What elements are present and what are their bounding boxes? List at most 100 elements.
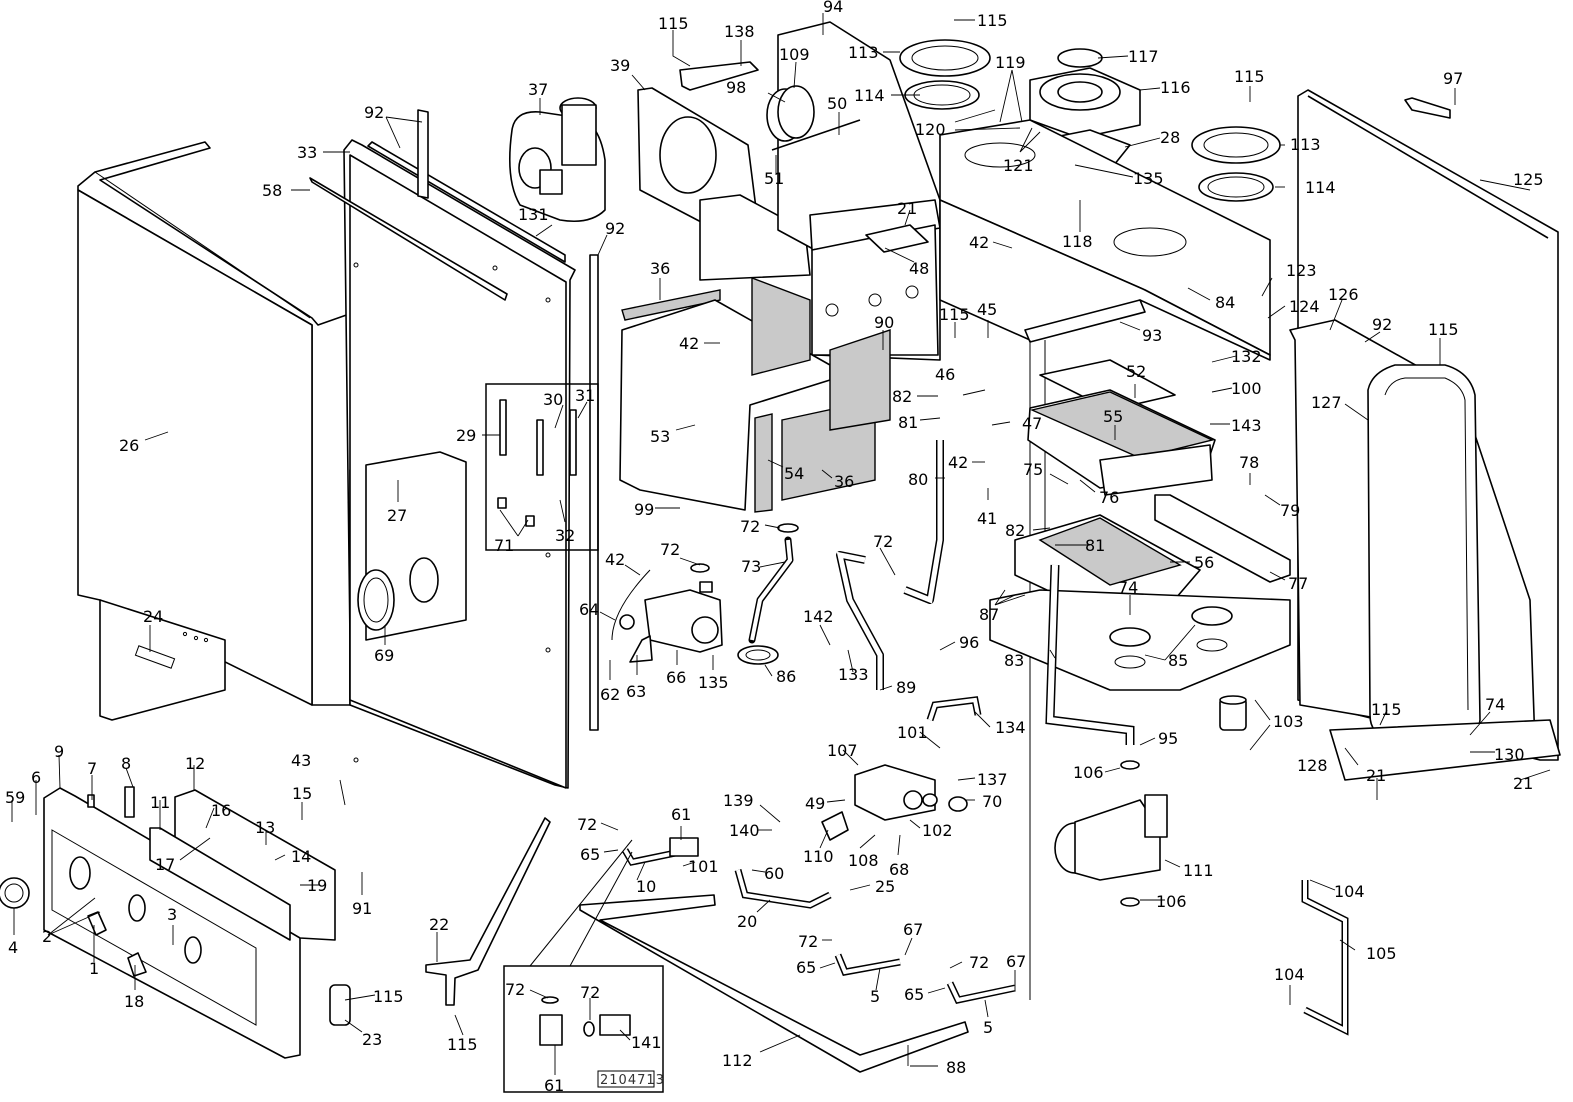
label-59: 59 <box>5 788 25 807</box>
label-111: 111 <box>1183 861 1214 880</box>
label-33: 33 <box>297 143 317 162</box>
tap-detail-box <box>503 839 664 1093</box>
control-panel-part-9 <box>0 786 336 1059</box>
label-81: 81 <box>898 413 918 432</box>
part-labels: 115 138 94 115 39 109 113 119 117 115 97… <box>5 0 1544 1095</box>
label-41: 41 <box>977 509 997 528</box>
label-115: 115 <box>1371 700 1402 719</box>
label-18: 18 <box>124 992 144 1011</box>
label-72: 72 <box>740 517 760 536</box>
label-92: 92 <box>1372 315 1392 334</box>
label-68: 68 <box>889 860 909 879</box>
label-65: 65 <box>796 958 816 977</box>
label-142: 142 <box>803 607 834 626</box>
label-42: 42 <box>679 334 699 353</box>
label-78: 78 <box>1239 453 1259 472</box>
label-36: 36 <box>650 259 670 278</box>
label-69: 69 <box>374 646 394 665</box>
label-109: 109 <box>779 45 810 64</box>
label-119: 119 <box>995 53 1026 72</box>
label-55: 55 <box>1103 407 1123 426</box>
label-21: 21 <box>897 199 917 218</box>
label-98: 98 <box>726 78 746 97</box>
bracket-part-23 <box>329 984 351 1026</box>
label-74: 74 <box>1485 695 1505 714</box>
label-16: 16 <box>211 801 231 820</box>
label-6: 6 <box>31 768 41 787</box>
label-80: 80 <box>908 470 928 489</box>
bottom-frame-part-112 <box>579 894 969 1073</box>
label-70: 70 <box>982 792 1002 811</box>
label-79: 79 <box>1280 501 1300 520</box>
label-61: 61 <box>544 1076 564 1095</box>
label-53: 53 <box>650 427 670 446</box>
plate-part-39 <box>637 61 811 281</box>
label-114: 114 <box>1305 178 1336 197</box>
label-76: 76 <box>1099 488 1119 507</box>
label-133: 133 <box>838 665 869 684</box>
label-101: 101 <box>688 857 719 876</box>
label-27: 27 <box>387 506 407 525</box>
label-60: 60 <box>764 864 784 883</box>
label-123: 123 <box>1286 261 1317 280</box>
label-92: 92 <box>364 103 384 122</box>
label-9: 9 <box>54 742 64 761</box>
side-panel <box>309 109 599 789</box>
label-63: 63 <box>626 682 646 701</box>
heat-exchanger-part-55 <box>1027 359 1216 496</box>
label-72: 72 <box>969 953 989 972</box>
label-114: 114 <box>854 86 885 105</box>
label-82: 82 <box>892 387 912 406</box>
label-3: 3 <box>167 905 177 924</box>
label-42: 42 <box>605 550 625 569</box>
label-50: 50 <box>827 94 847 113</box>
label-23: 23 <box>362 1030 382 1049</box>
label-45: 45 <box>977 300 997 319</box>
label-12: 12 <box>185 754 205 773</box>
label-115: 115 <box>1234 67 1265 86</box>
electrode-detail-box <box>485 383 599 551</box>
label-93: 93 <box>1142 326 1162 345</box>
label-74: 74 <box>1118 578 1138 597</box>
label-103: 103 <box>1273 712 1304 731</box>
label-124: 124 <box>1289 297 1320 316</box>
label-10: 10 <box>636 877 656 896</box>
label-26: 26 <box>119 436 139 455</box>
air-vent-part-103 <box>1219 695 1247 731</box>
label-81: 81 <box>1085 536 1105 555</box>
label-15: 15 <box>292 784 312 803</box>
label-7: 7 <box>87 759 97 778</box>
label-104: 104 <box>1274 965 1305 984</box>
label-64: 64 <box>579 600 599 619</box>
label-91: 91 <box>352 899 372 918</box>
label-24: 24 <box>143 607 163 626</box>
label-5: 5 <box>870 987 880 1006</box>
combustion-hood-part-94 <box>766 21 941 361</box>
label-14: 14 <box>291 847 311 866</box>
label-11: 11 <box>150 793 170 812</box>
label-97: 97 <box>1443 69 1463 88</box>
drawing-number-text: 2104713 <box>600 1073 665 1088</box>
label-51: 51 <box>764 169 784 188</box>
label-39: 39 <box>610 56 630 75</box>
label-66: 66 <box>666 668 686 687</box>
pipes <box>737 440 1349 1036</box>
label-31: 31 <box>575 386 595 405</box>
label-106: 106 <box>1156 892 1187 911</box>
label-118: 118 <box>1062 232 1093 251</box>
label-130: 130 <box>1494 745 1525 764</box>
label-72: 72 <box>505 980 525 999</box>
label-115: 115 <box>373 987 404 1006</box>
label-132: 132 <box>1231 347 1262 366</box>
label-48: 48 <box>909 259 929 278</box>
label-131: 131 <box>518 205 549 224</box>
lower-pipes <box>621 837 1016 1004</box>
label-72: 72 <box>798 932 818 951</box>
label-89: 89 <box>896 678 916 697</box>
flue-gaskets <box>899 39 991 110</box>
label-94: 94 <box>823 0 843 16</box>
label-115: 115 <box>1428 320 1459 339</box>
burner-part-56 <box>1014 494 1291 616</box>
label-17: 17 <box>155 855 175 874</box>
label-25: 25 <box>875 877 895 896</box>
